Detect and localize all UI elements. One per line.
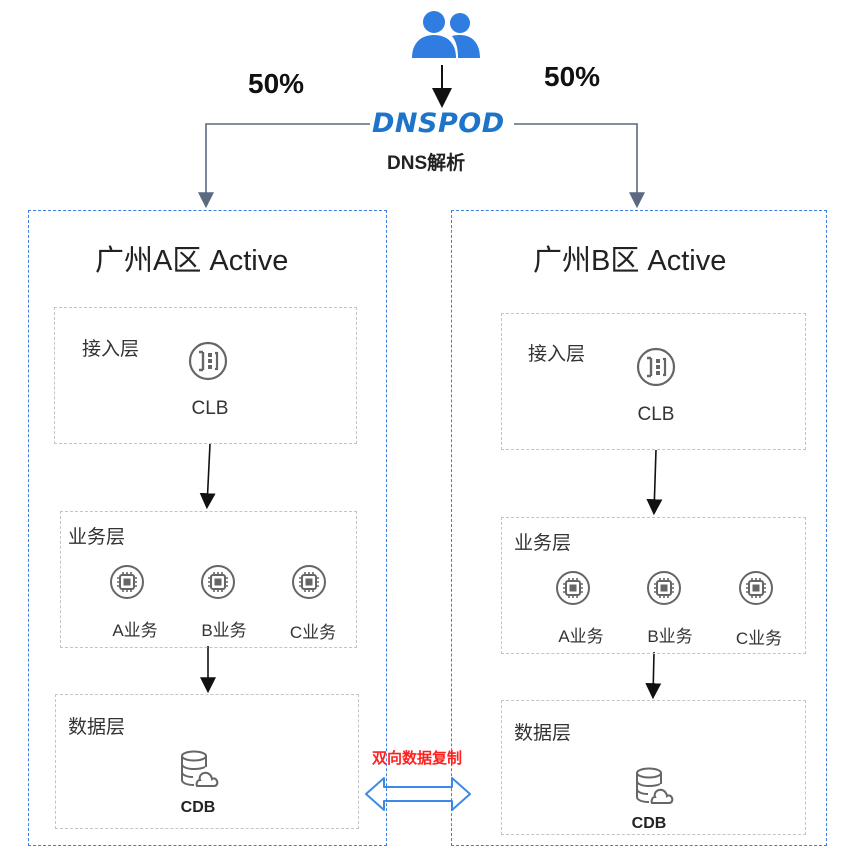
- cpu-chip-icon: [110, 565, 144, 599]
- region-b-data-layer: [501, 700, 806, 835]
- load-balancer-icon: [188, 341, 228, 381]
- region-a-business-layer-label: 业务层: [68, 527, 126, 548]
- region-b-access-to-business-arrow: [646, 449, 663, 516]
- region-a-data-layer-label: 数据层: [68, 717, 126, 738]
- dns-to-region-b-arrow: [514, 123, 645, 209]
- region-a-box: [28, 210, 387, 846]
- region-a-clb-label: CLB: [191, 398, 229, 419]
- region-b-business-to-data-arrow: [645, 651, 662, 700]
- region-a-service-a-label: A业务: [112, 621, 158, 640]
- right-split-percent: 50%: [544, 61, 601, 92]
- region-b-cdb-label: CDB: [631, 815, 667, 832]
- region-b-box: [451, 210, 827, 846]
- region-a-service-b-label: B业务: [201, 621, 247, 640]
- region-b-data-layer-label: 数据层: [514, 723, 572, 744]
- dns-to-region-a-arrow: [198, 123, 370, 209]
- cpu-chip-icon: [647, 571, 681, 605]
- region-a-access-layer: [54, 307, 357, 444]
- cpu-chip-icon: [201, 565, 235, 599]
- region-b-business-layer: [501, 517, 806, 654]
- replication-arrow: [365, 777, 471, 811]
- users-icon: [412, 11, 480, 58]
- region-b-access-layer: [501, 313, 806, 450]
- region-b-access-layer-label: 接入层: [528, 344, 586, 365]
- cpu-chip-icon: [556, 571, 590, 605]
- cpu-chip-icon: [739, 571, 773, 605]
- region-b-service-a-label: A业务: [558, 627, 604, 646]
- dns-resolution-label: DNS解析: [387, 153, 466, 174]
- region-a-business-layer: [60, 511, 357, 648]
- region-b-title: 广州B区 Active: [533, 245, 727, 277]
- region-b-service-b-label: B业务: [647, 627, 693, 646]
- database-cloud-icon: [181, 750, 219, 787]
- region-b-clb-label: CLB: [637, 404, 675, 425]
- left-split-percent: 50%: [248, 68, 305, 99]
- region-a-title: 广州A区 Active: [95, 245, 289, 277]
- replication-label: 双向数据复制: [372, 750, 463, 767]
- region-a-cdb-label: CDB: [180, 799, 216, 816]
- database-cloud-icon: [636, 767, 674, 804]
- region-b-service-c-label: C业务: [735, 629, 783, 648]
- region-a-access-layer-label: 接入层: [82, 339, 140, 360]
- region-a-access-to-business-arrow: [199, 443, 216, 510]
- region-a-data-layer: [55, 694, 359, 829]
- dnspod-logo: DNSPOD: [372, 108, 505, 139]
- load-balancer-icon: [636, 347, 676, 387]
- cpu-chip-icon: [292, 565, 326, 599]
- region-b-business-layer-label: 业务层: [514, 533, 572, 554]
- region-a-service-c-label: C业务: [289, 623, 337, 642]
